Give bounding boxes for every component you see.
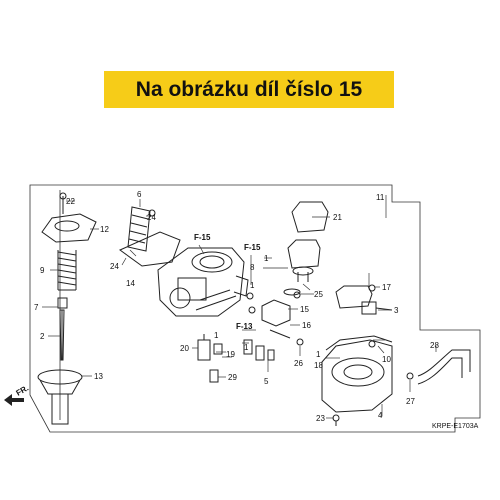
callout-28: 28 [430, 341, 439, 350]
vacuum-piston [37, 369, 83, 425]
ref-f15-choke: F-15 [244, 243, 261, 252]
direction-label: FR. [15, 383, 31, 397]
callout-3: 3 [394, 306, 399, 315]
jet-needle [57, 297, 68, 361]
callout-12: 12 [100, 225, 109, 234]
callout-10: 10 [382, 355, 391, 364]
spring-small [127, 206, 151, 252]
spring [57, 250, 77, 291]
callout-13: 13 [94, 372, 103, 381]
part-number-banner: Na obrázku díl číslo 15 [104, 71, 394, 108]
callout-24a: 24 [147, 213, 156, 222]
bracket-plate [119, 231, 181, 267]
leader-lines [42, 195, 437, 419]
ref-f13: F-13 [236, 322, 253, 331]
callout-18: 18 [314, 361, 323, 370]
drain-screw [406, 372, 414, 380]
callout-29: 29 [228, 373, 237, 382]
callout-16: 16 [302, 321, 311, 330]
callout-9: 9 [40, 266, 45, 275]
drain-hose [417, 349, 471, 385]
callout-20: 20 [180, 344, 189, 353]
auto-choke [283, 201, 329, 296]
callout-1a: 1 [264, 254, 269, 263]
assembly-frame [29, 184, 481, 433]
callout-22: 22 [66, 197, 75, 206]
callout-7: 7 [34, 303, 39, 312]
callout-6: 6 [137, 190, 142, 199]
callout-1e: 1 [316, 350, 321, 359]
callout-21: 21 [333, 213, 342, 222]
callout-1b: 1 [250, 281, 255, 290]
callout-26: 26 [294, 359, 303, 368]
callout-27: 27 [406, 397, 415, 406]
callout-25: 25 [314, 290, 323, 299]
float-chamber [321, 335, 393, 426]
carburetor-body [157, 247, 249, 317]
callout-17: 17 [382, 283, 391, 292]
diagram-code: KRPE-E1703A [432, 423, 479, 430]
callout-14: 14 [126, 279, 135, 288]
top-cover [41, 192, 97, 243]
front-direction-arrow: FR. [4, 383, 30, 406]
callout-24b: 24 [110, 262, 119, 271]
callout-23: 23 [316, 414, 325, 423]
jets [197, 334, 275, 383]
callout-4: 4 [378, 411, 383, 420]
idle-screw-assembly [246, 291, 304, 346]
callout-5: 5 [264, 377, 269, 386]
ref-f15-body: F-15 [194, 233, 211, 242]
callout-19: 19 [226, 350, 235, 359]
callout-1c: 1 [214, 331, 219, 340]
callout-15: 15 [300, 305, 309, 314]
callout-8: 8 [250, 263, 255, 272]
callout-2: 2 [40, 332, 45, 341]
callout-11: 11 [376, 193, 385, 202]
callout-1d: 1 [244, 343, 249, 352]
